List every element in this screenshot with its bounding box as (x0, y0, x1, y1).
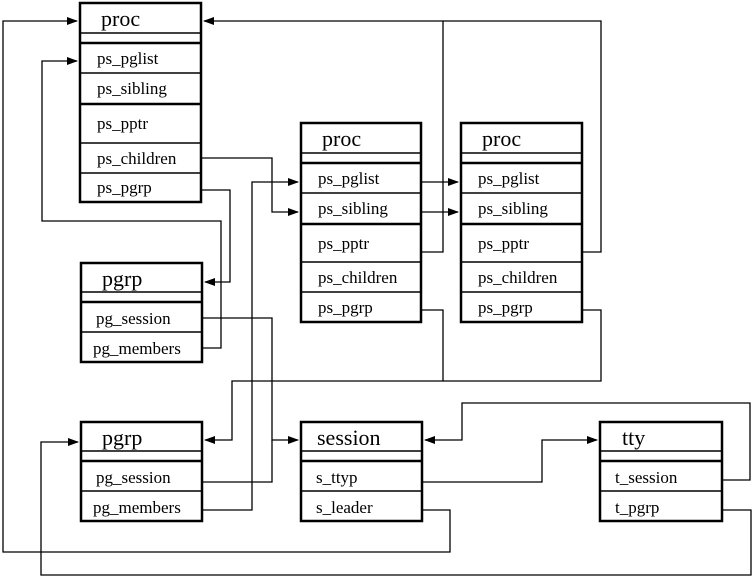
proc3-field-ps_sibling: ps_sibling (478, 199, 548, 218)
session-field-s_leader: s_leader (316, 498, 373, 517)
pgrp1-outline (79, 261, 204, 364)
proc1-field-ps_sibling: ps_sibling (97, 79, 167, 98)
struct-box-session: session s_ttyp s_leader (299, 420, 424, 523)
proc3-field-ps_pgrp: ps_pgrp (478, 298, 533, 317)
session-title: session (317, 425, 381, 450)
edge-proc2-pptr-to-proc1 (203, 17, 444, 253)
struct-box-proc3: proc ps_pglist ps_sibling ps_pptr ps_chi… (459, 121, 584, 324)
proc2-title: proc (322, 126, 361, 151)
edge-tty-tpgrp-to-pgrp2 (40, 438, 752, 576)
proc2-field-ps_children: ps_children (318, 268, 398, 287)
struct-box-pgrp2: pgrp pg_session pg_members (79, 420, 204, 523)
edge-pgrp1-session-to-session (202, 317, 299, 444)
edge-proc1-pgrp-to-pgrp1 (201, 189, 231, 286)
edge-session-sleader-to-proc1 (2, 17, 451, 553)
struct-box-proc1: proc ps_pglist ps_sibling ps_pptr ps_chi… (78, 1, 203, 204)
edge-tty-tsession-to-session (424, 402, 751, 481)
edge-pgrp1-members-to-proc1-pglist (41, 57, 222, 349)
edge-proc2-pgrp-to-pgrp2 (204, 309, 444, 444)
struct-box-pgrp1: pgrp pg_session pg_members (79, 261, 204, 364)
proc1-title: proc (101, 6, 140, 31)
tty-outline (598, 420, 724, 523)
proc2-field-ps_sibling: ps_sibling (318, 199, 388, 218)
proc3-outline (459, 121, 584, 324)
proc1-field-ps_children: ps_children (97, 149, 177, 168)
proc2-field-ps_pgrp: ps_pgrp (318, 298, 373, 317)
tty-field-t_session: t_session (615, 468, 678, 487)
proc2-field-ps_pglist: ps_pglist (318, 169, 380, 188)
edge-proc3-pgrp-to-pgrp2 (443, 309, 602, 382)
pgrp2-title: pgrp (102, 425, 142, 450)
pgrp2-outline (79, 420, 204, 523)
edge-pgrp2-members-to-proc2-pglist (202, 178, 299, 511)
proc3-field-ps_pptr: ps_pptr (478, 234, 529, 253)
proc3-title: proc (482, 126, 521, 151)
tty-field-t_pgrp: t_pgrp (615, 498, 659, 517)
session-outline (299, 420, 424, 523)
proc1-outline (78, 1, 203, 204)
proc1-field-ps_pglist: ps_pglist (97, 49, 159, 68)
proc1-field-ps_pgrp: ps_pgrp (97, 178, 152, 197)
proc1-field-ps_pptr: ps_pptr (97, 114, 148, 133)
edge-proc3-pptr-to-proc1 (443, 20, 602, 253)
edge-session-sttyp-to-tty (422, 436, 598, 483)
pgrp1-field-pg_members: pg_members (93, 339, 181, 358)
proc3-field-ps_pglist: ps_pglist (478, 169, 540, 188)
proc2-outline (299, 121, 423, 324)
pointer-edges (2, 17, 752, 576)
tty-title: tty (622, 425, 645, 450)
proc2-field-ps_pptr: ps_pptr (318, 234, 369, 253)
session-field-s_ttyp: s_ttyp (316, 468, 358, 487)
edge-pgrp2-session-to-session (202, 440, 273, 483)
edge-proc1-children-to-proc2-sibling (201, 157, 299, 216)
pgrp2-field-pg_session: pg_session (96, 468, 171, 487)
proc3-field-ps_children: ps_children (478, 268, 558, 287)
struct-box-proc2: proc ps_pglist ps_sibling ps_pptr ps_chi… (299, 121, 423, 324)
pgrp2-field-pg_members: pg_members (93, 498, 181, 517)
struct-box-tty: tty t_session t_pgrp (598, 420, 724, 523)
pgrp1-field-pg_session: pg_session (96, 309, 171, 328)
pgrp1-title: pgrp (102, 266, 142, 291)
